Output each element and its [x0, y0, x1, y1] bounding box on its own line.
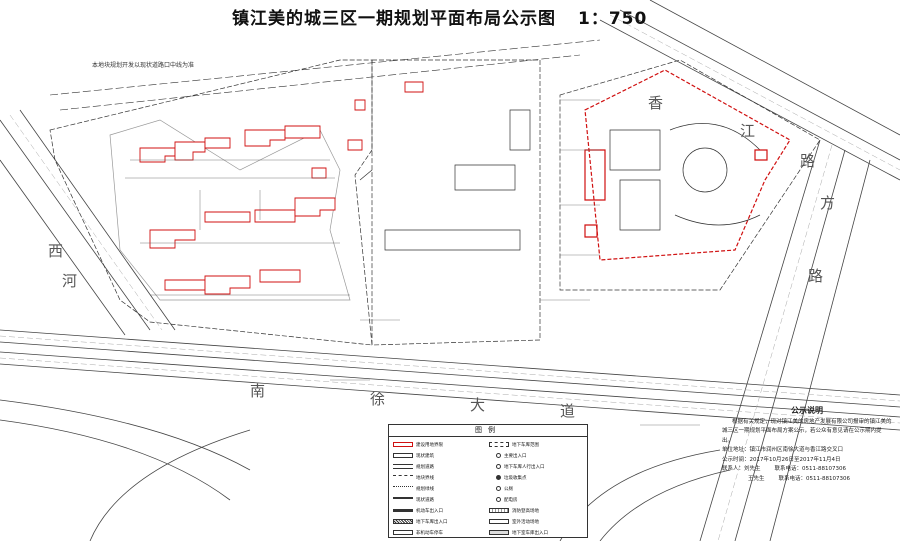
legend-column-1: 建设用地界限 现状建筑 规划道路 地块界线 规划绿线 现状道路 机动车出入口 地…	[393, 439, 448, 538]
legend-swatch	[393, 530, 413, 535]
legend-label: 地下车库人行出入口	[504, 464, 545, 470]
legend-label: 地下车库出入口	[416, 519, 448, 525]
legend-swatch	[496, 497, 501, 502]
legend-swatch	[489, 442, 509, 447]
legend-label: 现状道路	[416, 497, 434, 503]
legend-label: 非机动车停车	[416, 530, 443, 536]
notice-address: 单位地址：镇江市润州区南徐大道与香江路交叉口	[722, 447, 844, 453]
road-label: 路	[800, 152, 816, 170]
road-label: 江	[740, 122, 756, 140]
legend-swatch	[489, 519, 509, 524]
legend-swatch	[496, 453, 501, 458]
map-scale: 1：750	[578, 9, 648, 29]
public-notice: 公示说明 根据有关规定，现对镇江美的房地产发展有限公司报审的镇江美的城三区一期规…	[722, 406, 892, 540]
legend-swatch	[496, 486, 501, 491]
legend-label: 垃圾收集点	[504, 475, 527, 481]
legend-title: 图例	[389, 425, 587, 437]
road-label: 大	[470, 396, 486, 414]
map-note-top: 本地块规划开发以现状道路口中线为准	[92, 62, 195, 69]
contact-name: 王先生	[748, 475, 765, 482]
legend-item: 主要出入口	[489, 450, 548, 461]
annotation-leaders	[330, 99, 700, 426]
legend-item: 建设用地界限	[393, 439, 448, 450]
legend-item: 规划绿线	[393, 483, 448, 494]
legend-label: 配电房	[504, 497, 518, 503]
legend-column-2: 地下车库范围 主要出入口 地下车库人行出入口 垃圾收集点 公厕 配电房 消防登高…	[489, 439, 548, 538]
legend-item: 地下车库人行出入口	[489, 461, 548, 472]
legend-item: 地下车库出入口	[393, 516, 448, 527]
legend-item: 现状建筑	[393, 450, 448, 461]
notice-contact: 联系人：刘先生 联系电话：0511-88107306	[722, 465, 892, 475]
legend-label: 机动车出入口	[416, 508, 443, 514]
legend-label: 规划道路	[416, 464, 434, 470]
legend-item: 现状道路	[393, 494, 448, 505]
road-label: 西	[48, 242, 64, 260]
legend-swatch	[489, 508, 509, 513]
legend-label: 主要出入口	[504, 453, 527, 459]
legend-label: 室外活动场地	[512, 519, 539, 525]
legend-swatch	[393, 509, 413, 512]
legend-item: 垃圾收集点	[489, 472, 548, 483]
legend-item: 地下车库范围	[489, 439, 548, 450]
legend-swatch	[393, 464, 413, 469]
map-legend: 图例 建设用地界限 现状建筑 规划道路 地块界线 规划绿线 现状道路 机动车出入…	[388, 424, 588, 538]
legend-item: 地下室车库出入口	[489, 527, 548, 538]
legend-item: 机动车出入口	[393, 505, 448, 516]
road-label: 徐	[370, 390, 386, 408]
contact-phone: 联系电话：0511-88107306	[774, 466, 846, 472]
contact-phone: 联系电话：0511-88107306	[778, 475, 850, 482]
contact-name: 联系人：刘先生	[722, 466, 761, 472]
road-label: 路	[808, 267, 824, 285]
legend-swatch	[393, 442, 413, 447]
legend-swatch	[393, 453, 413, 458]
road-label: 香	[648, 94, 664, 112]
legend-item: 地块界线	[393, 472, 448, 483]
legend-label: 公厕	[504, 486, 513, 492]
map-title: 镇江美的城三区一期规划平面布局公示图 1：750	[232, 4, 692, 29]
legend-label: 消防登高场地	[512, 508, 539, 514]
site-perimeter	[49, 39, 601, 111]
road-label: 道	[560, 402, 576, 420]
legend-swatch	[393, 519, 413, 524]
map-title-text: 镇江美的城三区一期规划平面布局公示图	[232, 9, 556, 29]
notice-period: 公示时间：2017年10月26日至2017年11月4日	[722, 456, 841, 463]
legend-item: 消防登高场地	[489, 505, 548, 516]
legend-item: 配电房	[489, 494, 548, 505]
notice-contact: 王先生 联系电话：0511-88107306	[722, 475, 892, 485]
notice-body: 根据有关规定，现对镇江美的房地产发展有限公司报审的镇江美的城三区一期规划平面布局…	[722, 418, 892, 444]
road-label: 南	[250, 382, 266, 400]
notice-title: 公示说明	[791, 406, 823, 415]
legend-item: 公厕	[489, 483, 548, 494]
legend-label: 地块界线	[416, 475, 434, 481]
legend-item: 规划道路	[393, 461, 448, 472]
central-block	[359, 59, 541, 346]
legend-item: 非机动车停车	[393, 527, 448, 538]
legend-label: 地下室车库出入口	[512, 530, 548, 536]
legend-swatch	[496, 475, 501, 480]
east-block	[559, 59, 821, 291]
legend-label: 地下车库范围	[512, 442, 539, 448]
road-label: 河	[62, 272, 78, 290]
building-details	[125, 159, 350, 296]
buildings-west	[139, 81, 424, 295]
legend-swatch	[393, 475, 413, 480]
legend-label: 现状建筑	[416, 453, 434, 459]
legend-swatch	[489, 530, 509, 535]
legend-swatch	[496, 464, 501, 469]
legend-item: 室外活动场地	[489, 516, 548, 527]
legend-swatch	[393, 486, 413, 491]
legend-swatch	[393, 497, 413, 502]
road-label: 方	[820, 194, 836, 212]
legend-label: 规划绿线	[416, 486, 434, 492]
legend-label: 建设用地界限	[416, 442, 443, 448]
